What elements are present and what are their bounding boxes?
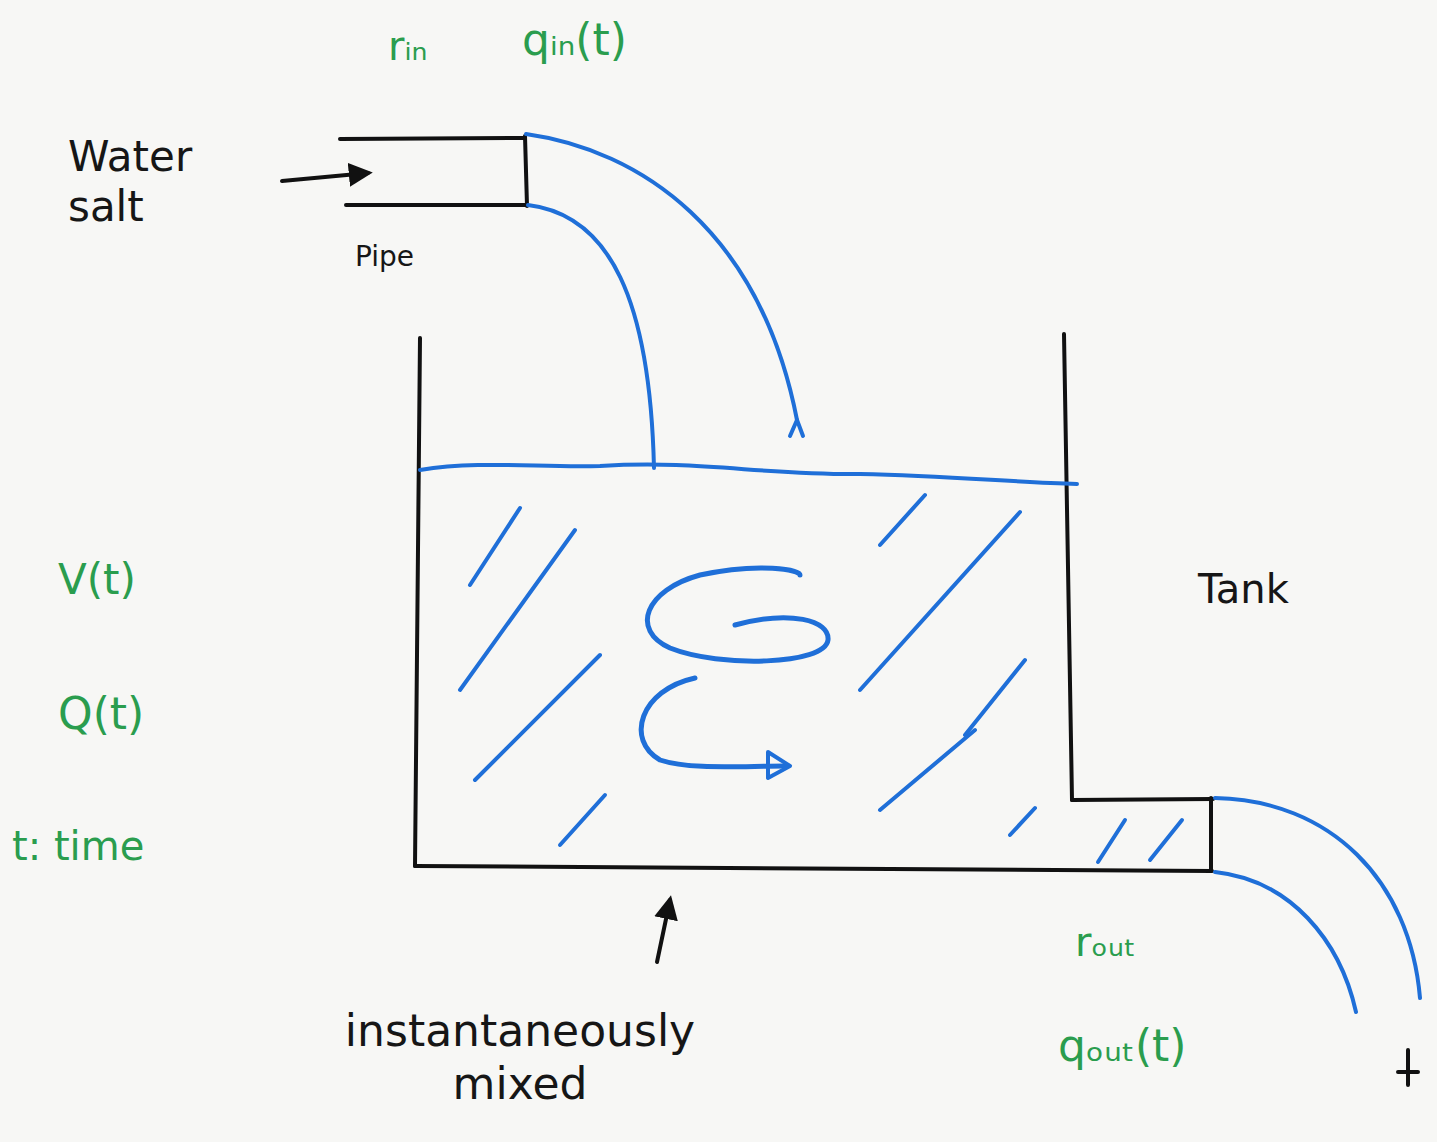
flow-arrow xyxy=(282,173,368,181)
flow-rate-symbol: rₒᵤₜ xyxy=(1075,918,1136,966)
inflow-stream xyxy=(526,134,803,468)
hatch-stroke xyxy=(860,512,1020,690)
hatch-stroke xyxy=(965,660,1025,735)
mixing-swirl xyxy=(641,568,828,778)
hatch-stroke xyxy=(1150,820,1182,860)
time-variable: t: time xyxy=(12,822,144,870)
flow-rate-symbol: rᵢₙ xyxy=(388,22,428,70)
hatch-stroke xyxy=(475,655,600,780)
flow-function: qₒᵤₜ(t) xyxy=(1058,1020,1187,1073)
hatch-stroke xyxy=(460,530,575,690)
outflow-stream xyxy=(1215,798,1420,1012)
pipe-outline xyxy=(340,136,527,206)
water-hatching xyxy=(460,495,1182,862)
hatch-stroke xyxy=(880,730,975,810)
water-surface xyxy=(420,465,1077,484)
hatch-stroke xyxy=(880,495,925,545)
flow-function: qᵢₙ(t) xyxy=(522,14,627,67)
mixing-note: instantaneously mixed xyxy=(290,1005,750,1111)
drip-mark xyxy=(1398,1050,1418,1085)
pointer-arrow xyxy=(657,900,670,962)
hatch-stroke xyxy=(470,508,520,585)
quantity-variable: Q(t) xyxy=(58,688,144,741)
part-name: Pipe xyxy=(355,240,414,274)
inflow-contents: Water salt xyxy=(68,132,238,233)
hatch-stroke xyxy=(1010,808,1035,835)
tank-wall xyxy=(415,334,1213,871)
hatch-stroke xyxy=(1098,820,1125,862)
hatch-stroke xyxy=(560,795,605,845)
part-name: Tank xyxy=(1198,565,1289,613)
volume-variable: V(t) xyxy=(58,555,136,605)
